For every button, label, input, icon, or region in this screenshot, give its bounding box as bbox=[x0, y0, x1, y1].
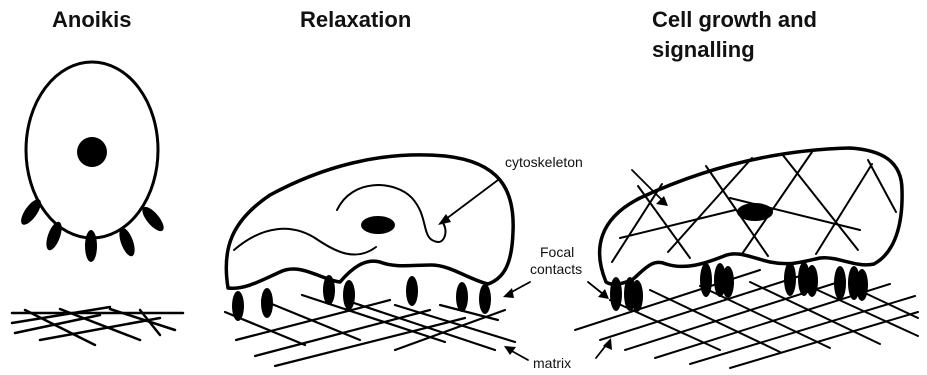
relaxed-nucleus bbox=[361, 216, 395, 234]
relaxed-filament-2 bbox=[337, 185, 445, 242]
relaxation-panel bbox=[225, 155, 530, 366]
growth-arrowheads bbox=[598, 196, 668, 350]
anoikis-matrix bbox=[12, 307, 183, 345]
anoikis-panel bbox=[12, 62, 183, 345]
relaxed-filament-1 bbox=[234, 229, 376, 255]
growth-focal-arrow-line bbox=[588, 282, 603, 294]
detached-integrins bbox=[17, 196, 167, 262]
spread-nucleus bbox=[737, 203, 773, 221]
growth-panel bbox=[575, 148, 918, 368]
matrix-arrow-line bbox=[510, 350, 528, 360]
cytoskeleton-arrow-line bbox=[442, 180, 498, 222]
nucleus bbox=[77, 137, 107, 167]
